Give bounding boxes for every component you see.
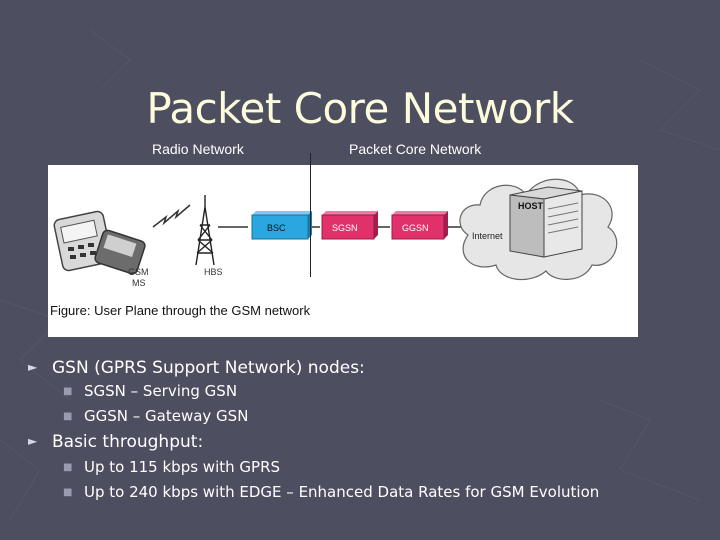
bullet-basic-throughput: ►Basic throughput: <box>28 432 204 452</box>
bullet-square-icon: ■ <box>63 386 73 397</box>
internet-label: Internet <box>472 231 503 241</box>
bullet-square-icon: ■ <box>63 411 73 422</box>
bullet-arrow-icon: ► <box>28 360 38 374</box>
gsm-ms-icon <box>53 210 146 275</box>
host-server-icon <box>509 186 583 258</box>
bsc-node-icon <box>251 211 312 240</box>
hbs-label: HBS <box>204 267 223 277</box>
sgsn-node-icon <box>321 211 378 240</box>
network-divider <box>310 153 311 277</box>
bullet-gsn-nodes: ►GSN (GPRS Support Network) nodes: <box>28 358 365 378</box>
bullet-square-icon: ■ <box>63 462 73 473</box>
sub-bullet-edge: ■Up to 240 kbps with EDGE – Enhanced Dat… <box>63 483 600 501</box>
packet-core-network-label: Packet Core Network <box>349 141 482 157</box>
ggsn-node-icon <box>391 211 448 240</box>
ggsn-label: GGSN <box>402 223 429 233</box>
gsm-ms-label-2: MS <box>132 278 146 288</box>
figure-caption: Figure: User Plane through the GSM netwo… <box>50 303 311 318</box>
host-label: HOST <box>518 201 544 211</box>
radio-network-label: Radio Network <box>152 141 244 157</box>
sub-bullet-gprs: ■Up to 115 kbps with GPRS <box>63 458 281 476</box>
sgsn-label: SGSN <box>332 223 358 233</box>
bullet-square-icon: ■ <box>63 487 73 498</box>
bsc-label: BSC <box>267 223 286 233</box>
radio-wave-icon <box>152 204 191 228</box>
sub-bullet-ggsn: ■GGSN – Gateway GSN <box>63 407 249 425</box>
network-figure: GSM MS HBS BSC <box>48 153 638 337</box>
network-diagram: GSM MS HBS BSC <box>48 178 638 337</box>
gsm-ms-label-1: GSM <box>128 267 149 277</box>
bullet-arrow-icon: ► <box>28 434 38 448</box>
base-station-tower-icon <box>195 195 215 266</box>
slide-title: Packet Core Network <box>146 84 574 133</box>
sub-bullet-sgsn: ■SGSN – Serving GSN <box>63 382 238 400</box>
